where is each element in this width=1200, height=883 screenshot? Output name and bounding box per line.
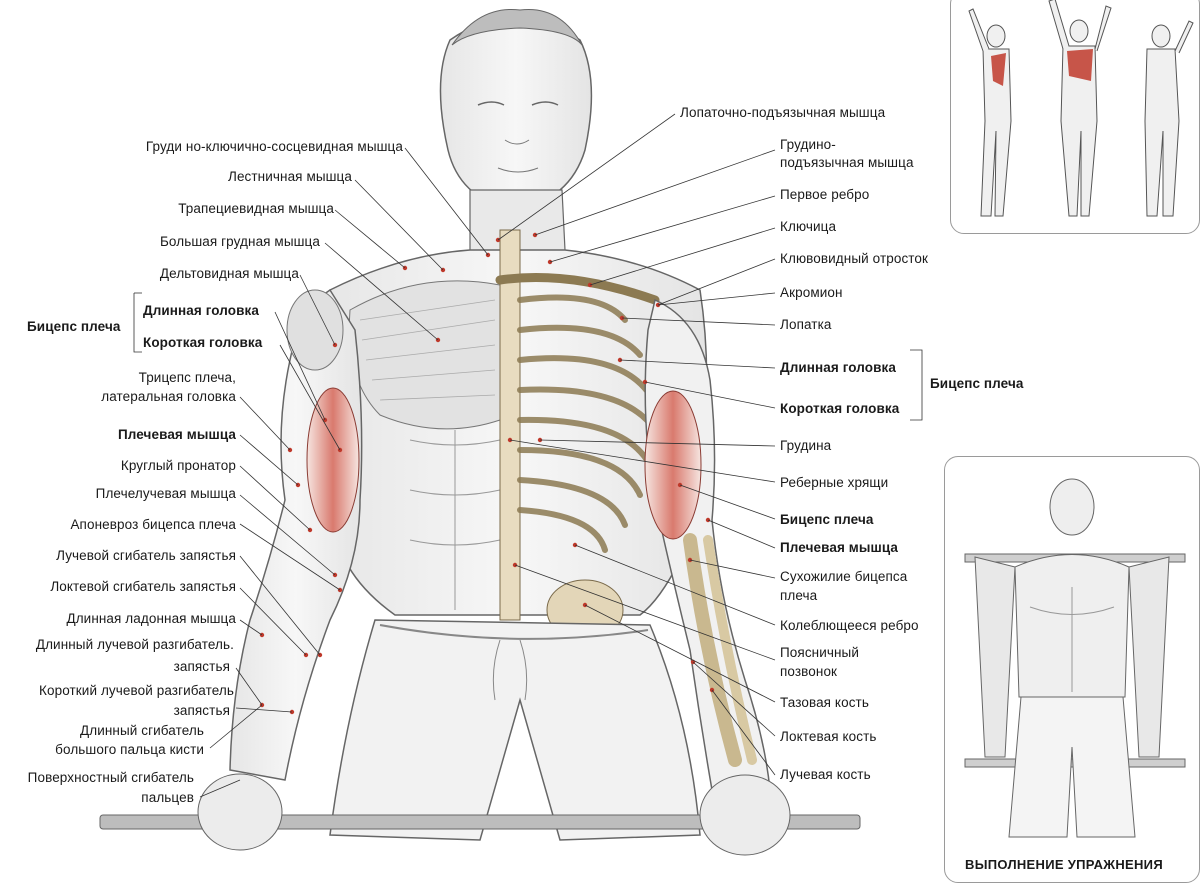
label-trapezius: Трапециевидная мышца xyxy=(178,201,334,216)
muscle-figures-panel xyxy=(950,0,1200,234)
right-hand xyxy=(699,774,791,856)
label-long-head-left: Длинная головка xyxy=(143,303,259,318)
barbell xyxy=(99,814,861,830)
label-ulna: Локтевая кость xyxy=(780,729,877,744)
label-fds-line2: пальцев xyxy=(141,790,194,805)
label-bicipital-aponeurosis: Апоневроз бицепса плеча xyxy=(70,517,236,532)
label-pelvis: Тазовая кость xyxy=(780,695,869,710)
label-triceps-line1: Трицепс плеча, xyxy=(138,370,236,385)
label-lumbar-line2: позвонок xyxy=(780,664,838,679)
label-brachialis-right: Плечевая мышца xyxy=(780,540,899,555)
label-biceps-group-right: Бицепс плеча xyxy=(930,376,1024,391)
exercise-panel: ВЫПОЛНЕНИЕ УПРАЖНЕНИЯ xyxy=(944,456,1200,883)
label-biceps-group-left: Бицепс плеча xyxy=(27,319,121,334)
right-biceps xyxy=(644,390,702,540)
label-sternum: Грудина xyxy=(780,438,832,453)
head xyxy=(439,8,593,211)
right-arm xyxy=(644,298,771,791)
left-biceps xyxy=(306,387,360,533)
label-short-head-right: Короткая головка xyxy=(780,401,900,416)
label-sternohyoid-line1: Грудино- xyxy=(780,137,836,152)
label-sternocleidomastoid: Груди но-ключично-сосцевидная мышца xyxy=(145,139,403,154)
label-radius: Лучевая кость xyxy=(780,767,871,782)
label-costal-cartilage: Реберные хрящи xyxy=(780,475,889,490)
exercise-caption: ВЫПОЛНЕНИЕ УПРАЖНЕНИЯ xyxy=(965,857,1163,872)
label-flexor-carpi-ulnaris: Локтевой сгибатель запястья xyxy=(50,579,236,594)
label-coracoid: Клювовидный отросток xyxy=(780,251,929,266)
label-acromion: Акромион xyxy=(780,285,843,300)
label-biceps-tendon-line1: Сухожилие бицепса xyxy=(780,569,908,584)
label-fpl-line2: большого пальца кисти xyxy=(55,742,204,757)
label-fds-line1: Поверхностный сгибатель xyxy=(27,770,194,785)
label-pronator-teres: Круглый пронатор xyxy=(120,458,236,473)
three-figures-illustration xyxy=(968,0,1194,217)
label-first-rib: Первое ребро xyxy=(780,187,870,202)
label-scapula: Лопатка xyxy=(780,317,832,332)
label-palmaris-longus: Длинная ладонная мышца xyxy=(66,611,236,626)
label-brachioradialis: Плечелучевая мышца xyxy=(95,486,236,501)
label-ecr-brevis-line1: Короткий лучевой разгибатель xyxy=(39,683,234,698)
label-ecr-brevis-line2: запястья xyxy=(173,703,230,718)
label-long-head-right: Длинная головка xyxy=(780,360,896,375)
label-clavicle: Ключица xyxy=(780,219,837,234)
label-sternohyoid-line2: подъязычная мышца xyxy=(780,155,914,170)
label-biceps-tendon-line2: плеча xyxy=(780,588,818,603)
label-ecr-longus-line1: Длинный лучевой разгибатель. xyxy=(35,637,234,652)
label-biceps-right: Бицепс плеча xyxy=(780,512,874,527)
label-short-head-left: Короткая головка xyxy=(143,335,263,350)
left-arm xyxy=(229,288,363,781)
label-ecr-longus-line2: запястья xyxy=(173,659,230,674)
shorts xyxy=(329,619,701,841)
label-deltoid: Дельтовидная мышца xyxy=(159,266,299,281)
label-floating-rib: Колеблющееся ребро xyxy=(780,618,919,633)
label-scalene: Лестничная мышца xyxy=(227,169,352,184)
label-fpl-line1: Длинный сгибатель xyxy=(79,723,204,738)
exercise-illustration xyxy=(964,478,1186,838)
label-flexor-carpi-radialis: Лучевой сгибатель запястья xyxy=(56,548,236,563)
label-pectoralis-major: Большая грудная мышца xyxy=(159,234,320,249)
label-triceps-line2: латеральная головка xyxy=(101,389,236,404)
ribcage xyxy=(495,229,660,641)
left-hand xyxy=(197,773,283,851)
label-omohyoid: Лопаточно-подъязычная мышца xyxy=(680,105,886,120)
label-brachialis-left: Плечевая мышца xyxy=(117,427,236,442)
label-lumbar-line1: Поясничный xyxy=(780,645,860,660)
